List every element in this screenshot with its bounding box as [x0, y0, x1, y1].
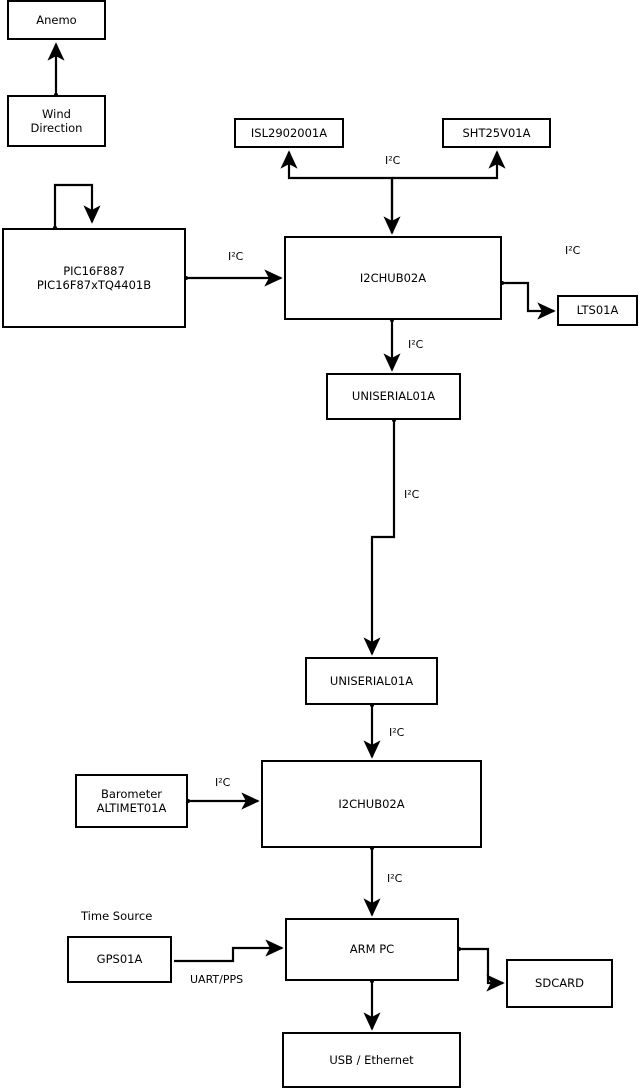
wire-label-hub-lts: I²C — [565, 244, 581, 257]
wire-label-gps-arm: UART/PPS — [190, 973, 244, 986]
node-uniserial01a-upper[interactable]: UNISERIAL01A — [326, 373, 461, 420]
wire-gps-arm — [174, 939, 284, 963]
wire-label-baro-hub2: I²C — [215, 776, 231, 789]
node-anemo[interactable]: Anemo — [7, 0, 106, 40]
node-i2chub02a-bottom[interactable]: I2CHUB02A — [261, 760, 482, 848]
label-time-source: Time Source — [81, 909, 153, 923]
node-uniserial01a-lower[interactable]: UNISERIAL01A — [305, 657, 438, 705]
node-pic-mcu-label: PIC16F887 PIC16F87xTQ4401B — [36, 263, 152, 292]
node-sht25v01a[interactable]: SHT25V01A — [442, 118, 551, 148]
node-isl2902001a-label: ISL2902001A — [250, 125, 328, 140]
wire-label-hub-uniserial: I²C — [408, 338, 424, 351]
node-usb-ethernet[interactable]: USB / Ethernet — [282, 1032, 461, 1088]
node-lts01a-label: LTS01A — [576, 303, 619, 318]
node-usb-ethernet-label: USB / Ethernet — [329, 1052, 414, 1067]
wire-hub-bus — [280, 150, 394, 233]
wire-label-hub-sensors: I²C — [385, 154, 401, 167]
node-i2chub02a-top-label: I2CHUB02A — [359, 270, 427, 285]
node-arm-pc[interactable]: ARM PC — [285, 918, 459, 981]
wire-hub-lts — [488, 274, 556, 320]
node-gps01a[interactable]: GPS01A — [67, 936, 172, 983]
node-uniserial01a-lower-label: UNISERIAL01A — [329, 673, 414, 688]
node-lts01a[interactable]: LTS01A — [557, 295, 638, 326]
wire-wind-pic — [46, 183, 101, 242]
node-sht25v01a-label: SHT25V01A — [462, 125, 531, 140]
node-sdcard[interactable]: SDCARD — [506, 959, 613, 1008]
node-i2chub02a-bottom-label: I2CHUB02A — [338, 796, 405, 811]
node-barometer-altimet01a-label: Barometer ALTIMET01A — [96, 786, 167, 815]
node-gps01a-label: GPS01A — [96, 952, 143, 967]
node-wind-direction[interactable]: Wind Direction — [7, 95, 106, 147]
wire-label-hub2-arm: I²C — [387, 872, 403, 885]
wire-label-uniserial-link: I²C — [404, 488, 420, 501]
node-uniserial01a-upper-label: UNISERIAL01A — [351, 389, 436, 404]
node-barometer-altimet01a[interactable]: Barometer ALTIMET01A — [75, 774, 188, 828]
node-sdcard-label: SDCARD — [535, 976, 584, 991]
wire-bus-sht — [392, 150, 506, 180]
node-pic-mcu[interactable]: PIC16F887 PIC16F87xTQ4401B — [2, 228, 186, 328]
wire-uniserial-link — [363, 406, 403, 656]
node-isl2902001a[interactable]: ISL2902001A — [234, 118, 344, 148]
wire-label-uniserial-hub2: I²C — [389, 726, 405, 739]
node-i2chub02a-top[interactable]: I2CHUB02A — [284, 236, 502, 320]
node-wind-direction-label: Wind Direction — [30, 106, 83, 135]
node-arm-pc-label: ARM PC — [349, 942, 395, 957]
wire-arm-sdcard — [445, 940, 505, 992]
node-anemo-label: Anemo — [36, 12, 77, 27]
wire-label-pic-hub: I²C — [228, 250, 244, 263]
